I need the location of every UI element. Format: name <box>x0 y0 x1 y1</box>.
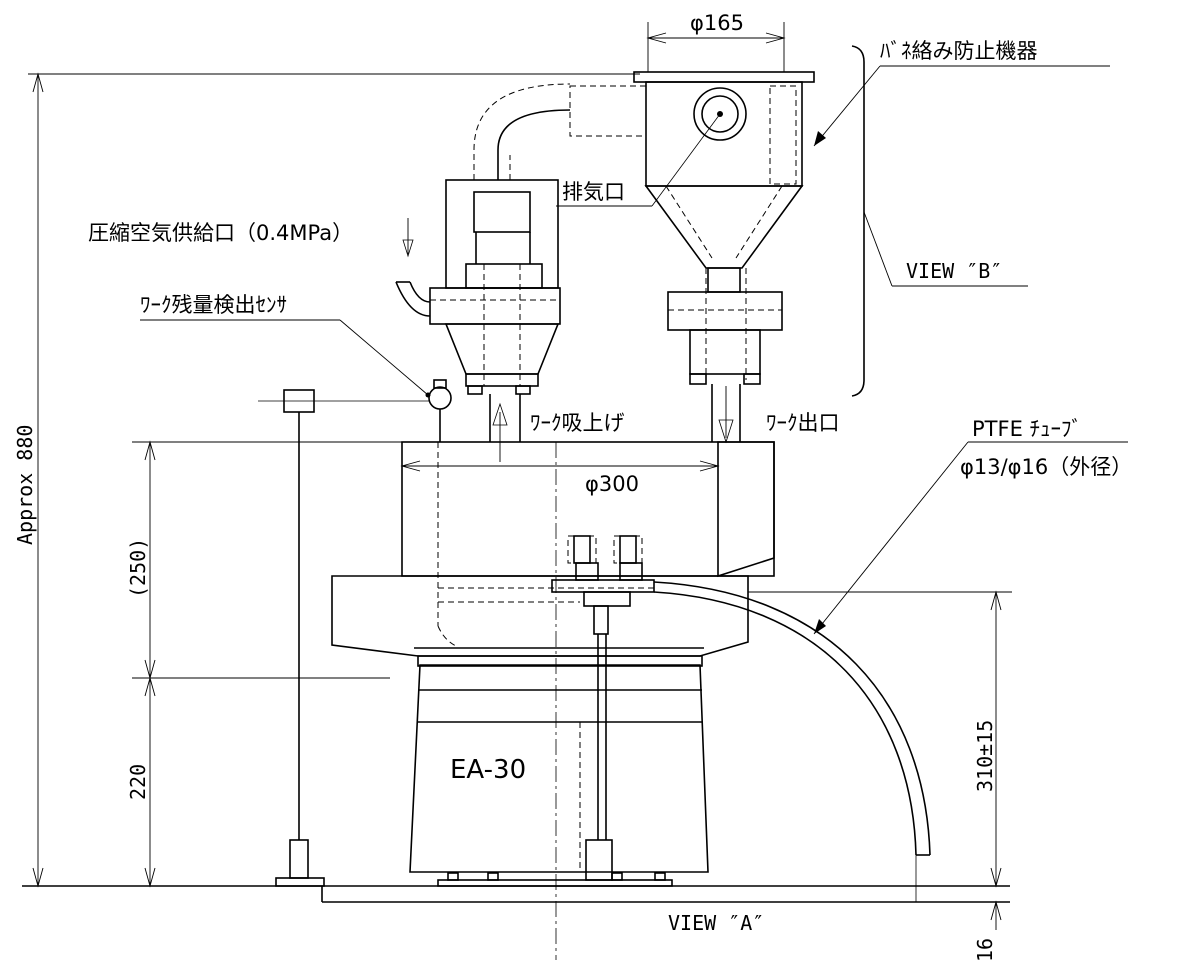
diameter-165-label: φ165 <box>690 11 744 35</box>
feeder-bowl: φ300 <box>331 441 775 657</box>
work-suction-label: ﾜｰｸ吸上げ <box>530 411 625 435</box>
dim-220-label: 220 <box>126 764 150 800</box>
dim-16-label: 16 <box>973 938 997 962</box>
tube-diameter-label: φ13/φ16（外径） <box>960 455 1132 479</box>
view-a-label: VIEW ″A″ <box>668 911 764 935</box>
compressed-air-label: 圧縮空気供給口（0.4MPa） <box>88 221 353 245</box>
ptfe-tube-label: PTFE ﾁｭｰﾌﾞ <box>972 417 1082 441</box>
view-b-bracket: VIEW ″B″ <box>851 45 1028 397</box>
dim-250-label: (250) <box>126 538 150 598</box>
sensor-label: ﾜｰｸ残量検出ｾﾝｻ <box>140 293 287 317</box>
exhaust-port-label: 排気口 <box>562 180 625 204</box>
ptfe-tube <box>653 581 931 902</box>
work-outlet-label: ﾜｰｸ出口 <box>766 411 840 435</box>
suction-column <box>395 83 647 442</box>
left-height-dimensions: (250) 220 <box>126 440 420 888</box>
diameter-300-label: φ300 <box>585 472 639 496</box>
callouts: ﾊﾞﾈ絡み防止機器 排気口 圧縮空気供給口（0.4MPa） ﾜｰｸ残量検出ｾﾝｻ… <box>88 39 1132 635</box>
view-b-label: VIEW ″B″ <box>906 259 1002 283</box>
work-remaining-sensor <box>258 379 452 840</box>
bowl-fittings <box>551 535 655 840</box>
model-label: EA-30 <box>450 755 526 785</box>
right-height-dimensions: 310±15 16 <box>748 590 1012 962</box>
drive-unit-ea30: EA-30 <box>409 655 709 873</box>
approx-height-label: Approx 880 <box>13 425 37 545</box>
flow-arrows <box>402 218 734 462</box>
base-plate <box>22 839 1010 903</box>
dim-310-label: 310±15 <box>973 720 997 792</box>
overall-height-dimension: Approx 880 <box>13 72 640 888</box>
anti-tangle-label: ﾊﾞﾈ絡み防止機器 <box>880 39 1038 63</box>
anti-tangle-device: φ165 <box>633 11 815 442</box>
